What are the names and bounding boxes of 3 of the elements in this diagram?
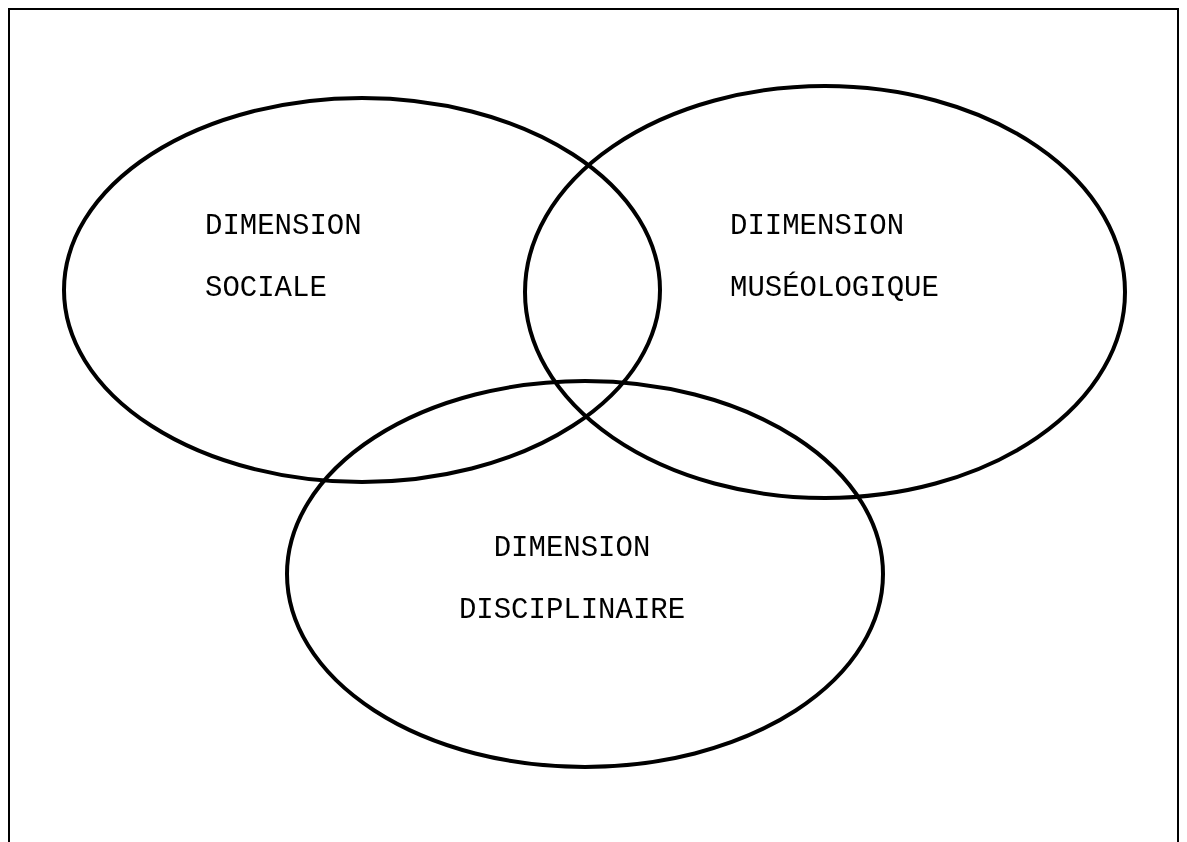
ellipse-label: DIIMENSION MUSÉOLOGIQUE — [730, 209, 939, 307]
ellipse-label: DIMENSION DISCIPLINAIRE — [458, 531, 686, 629]
ellipse-label: DIMENSION SOCIALE — [205, 209, 362, 307]
